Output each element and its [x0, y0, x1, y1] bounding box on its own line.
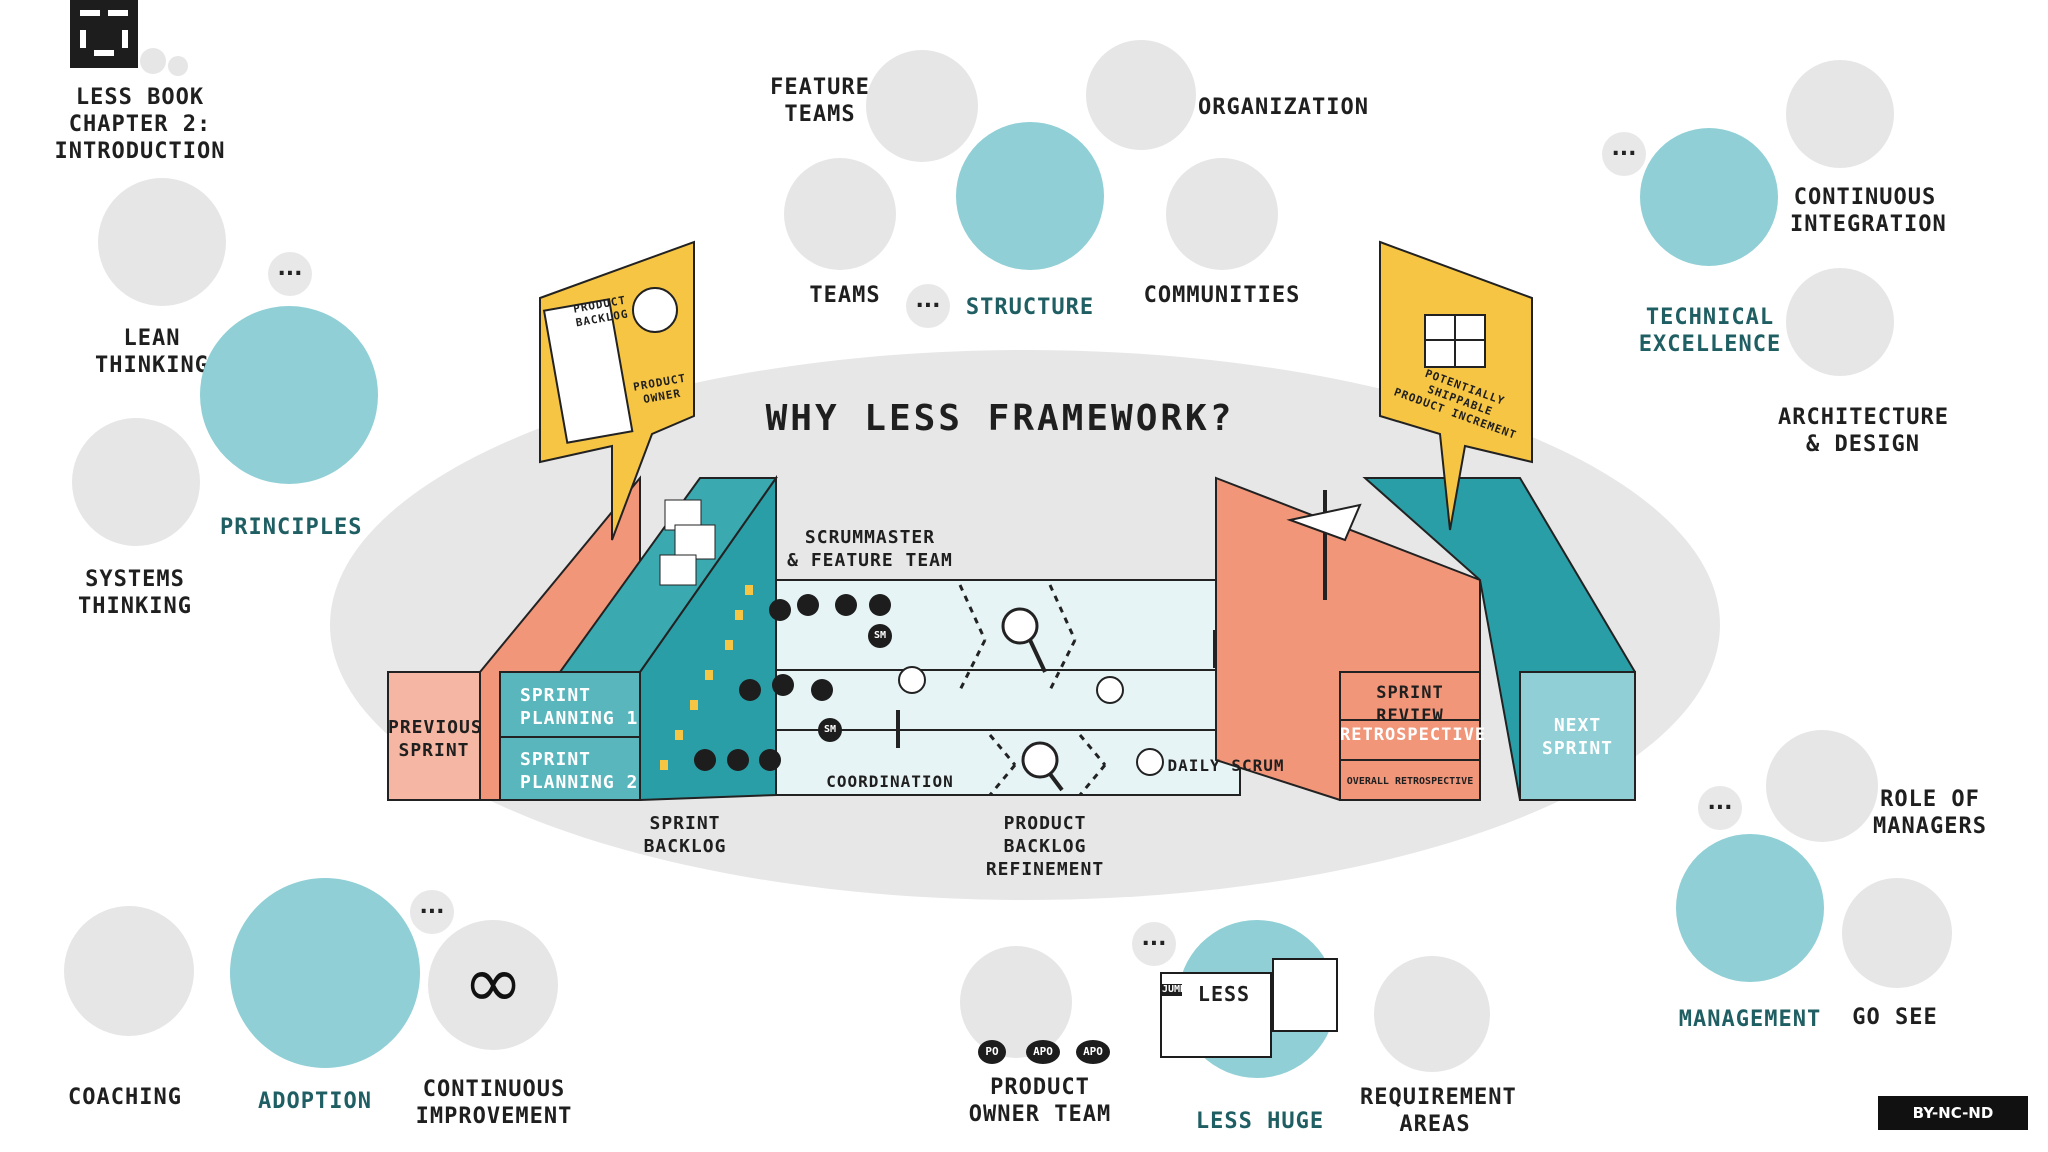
sprint-planning-2-label: SPRINT PLANNING 2	[520, 749, 639, 793]
go-see-label: GO SEE	[1852, 1005, 1938, 1030]
sm-badge: SM	[818, 718, 842, 742]
coaching-illustration	[64, 906, 194, 1036]
sprint-backlog-label: SPRINT BACKLOG	[643, 813, 727, 857]
communities-label: COMMUNITIES	[1143, 283, 1301, 308]
organization-label: ORGANIZATION	[1198, 95, 1369, 120]
role-of-managers-illustration	[1766, 730, 1878, 842]
retrospective-label: RETROSPECTIVE	[1340, 725, 1487, 745]
more-dots[interactable]: ...	[268, 252, 312, 296]
less-logo	[70, 0, 138, 68]
sm-badge: SM	[868, 624, 892, 648]
continuous-improvement-illustration: ∞	[428, 920, 558, 1050]
teams-label: TEAMS	[809, 283, 881, 308]
principles-illustration	[200, 306, 378, 484]
more-dots[interactable]: ...	[410, 890, 454, 934]
systems-thinking-label: SYSTEMS THINKING	[78, 567, 192, 619]
less-box	[1272, 958, 1338, 1032]
daily-scrum-label: DAILY SCRUM	[1167, 756, 1285, 775]
apo-badge: APO	[1076, 1040, 1110, 1064]
logo-dot	[168, 56, 188, 76]
jumbo-box: JUMBO LeSS	[1160, 972, 1272, 1058]
more-dots[interactable]: ...	[1132, 922, 1176, 966]
diagram-title: WHY LeSS FRAMEWORK?	[765, 398, 1235, 439]
apo-badge: APO	[1026, 1040, 1060, 1064]
adoption-label: ADOPTION	[258, 1089, 372, 1114]
continuous-integration-label: CONTINUOUS INTEGRATION	[1790, 185, 1947, 237]
shippable-increment-callout	[1379, 240, 1533, 531]
license-badge: BY-NC-ND	[1878, 1096, 2028, 1130]
more-dots[interactable]: ...	[906, 284, 950, 328]
less-huge-label: LESS HUGE	[1195, 1109, 1325, 1134]
overall-retrospective-label: OVERALL RETROSPECTIVE	[1346, 776, 1474, 787]
more-dots[interactable]: ...	[1602, 132, 1646, 176]
adoption-illustration	[230, 878, 420, 1068]
architecture-design-illustration	[1786, 268, 1894, 376]
book-chapter-label: LeSS BOOK CHAPTER 2: INTRODUCTION	[54, 85, 226, 164]
jumbo-tag: JUMBO	[1162, 984, 1193, 996]
less-box-label: LeSS	[1197, 982, 1251, 1006]
structure-illustration	[956, 122, 1104, 270]
systems-thinking-illustration	[72, 418, 200, 546]
product-owner-team-label: PRODUCT OWNER TEAM	[968, 1075, 1112, 1127]
structure-label: STRUCTURE	[965, 295, 1095, 320]
continuous-improvement-label: CONTINUOUS IMPROVEMENT	[415, 1077, 573, 1129]
teams-illustration	[784, 158, 896, 270]
more-dots[interactable]: ...	[1698, 786, 1742, 830]
product-owner-team-illustration	[960, 946, 1072, 1058]
coaching-label: COACHING	[68, 1085, 182, 1110]
lean-thinking-label: LEAN THINKING	[95, 326, 209, 378]
management-illustration	[1676, 834, 1824, 982]
pbr-label: PRODUCT BACKLOG REFINEMENT	[985, 813, 1105, 880]
coordination-label: COORDINATION	[826, 772, 954, 791]
po-badge: PO	[978, 1040, 1006, 1064]
sprint-review-label: SPRINT REVIEW	[1376, 683, 1444, 726]
communities-illustration	[1166, 158, 1278, 270]
architecture-design-label: ARCHITECTURE & DESIGN	[1778, 405, 1949, 457]
next-sprint-label: NEXT SPRINT	[1541, 715, 1614, 759]
infinity-icon: ∞	[463, 940, 523, 1024]
lean-thinking-illustration	[98, 178, 226, 306]
continuous-integration-illustration	[1786, 60, 1894, 168]
feature-teams-label: FEATURE TEAMS	[770, 75, 870, 127]
logo-dot	[140, 48, 166, 74]
scrummaster-team-label: SCRUMMASTER & FEATURE TEAM	[787, 527, 953, 571]
technical-excellence-label: TECHNICAL EXCELLENCE	[1638, 305, 1782, 357]
requirement-areas-illustration	[1374, 956, 1490, 1072]
management-label: MANAGEMENT	[1678, 1007, 1822, 1032]
feature-teams-illustration	[866, 50, 978, 162]
organization-illustration	[1086, 40, 1196, 150]
technical-excellence-illustration	[1640, 128, 1778, 266]
principles-label: PRINCIPLES	[220, 515, 363, 540]
requirement-areas-label: REQUIREMENT AREAS	[1360, 1085, 1517, 1137]
go-see-illustration	[1842, 878, 1952, 988]
license-text: BY-NC-ND	[1912, 1104, 1994, 1122]
previous-sprint-label: PREVIOUS SPRINT	[388, 717, 483, 761]
sprint-planning-1-label: SPRINT PLANNING 1	[520, 685, 639, 729]
role-of-managers-label: ROLE OF MANAGERS	[1873, 787, 1987, 839]
